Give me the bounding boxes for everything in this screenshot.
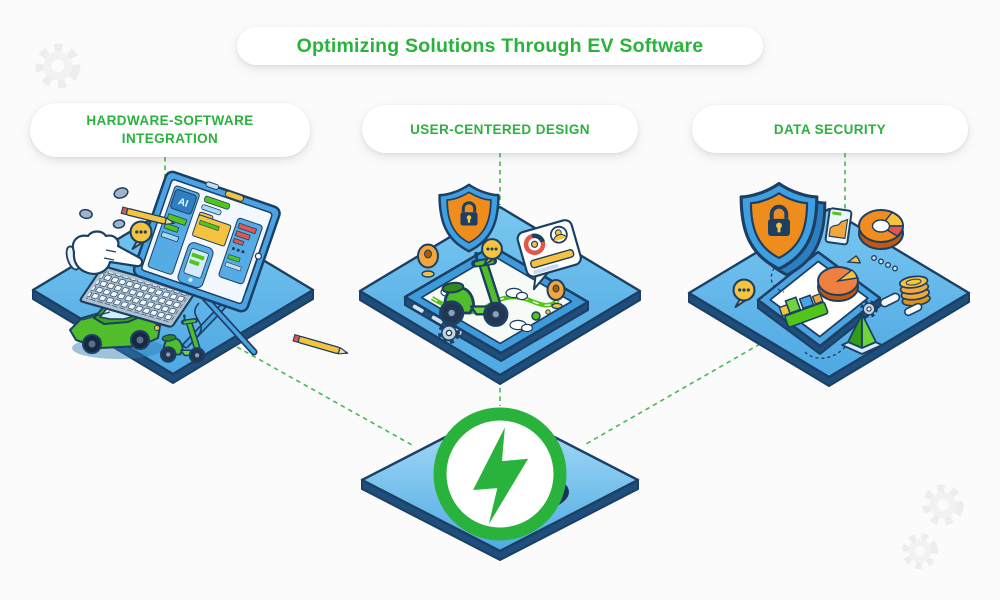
coin-icons: [79, 187, 129, 229]
floating-ui-chips: [205, 181, 245, 202]
section-label-user-centered-design: USER-CENTERED DESIGN: [362, 105, 638, 153]
map-pin-icon: [545, 279, 566, 315]
connector-left-to-center: [236, 346, 413, 446]
pointing-hand-illustration: [65, 230, 144, 275]
pyramid-icon: [841, 313, 883, 355]
pie-chart-3d: [817, 255, 861, 302]
section-label-data-security: DATA SECURITY: [692, 105, 968, 153]
rider-profile-card: [516, 219, 582, 291]
monitor-illustration: AI: [132, 170, 281, 313]
map-pin-icon: [417, 243, 439, 278]
analytics-tablet-illustration: [756, 250, 882, 355]
monitor-ai-badge: AI: [176, 196, 189, 210]
pencil-illustration: [292, 333, 349, 355]
gear-icon: [36, 44, 79, 87]
capsule-icons: [879, 292, 923, 317]
data-security-illustration: [687, 181, 971, 387]
hardware-software-integration-illustration: AI: [31, 170, 349, 384]
area-chart-card: [824, 207, 853, 246]
ev-software-hub: [360, 407, 640, 561]
user-centered-design-illustration: [358, 183, 642, 385]
gold-coins-icon: [898, 275, 931, 307]
connector-right-to-center: [585, 343, 761, 445]
gear-icon: [903, 534, 936, 567]
donut-chart-icon: [858, 209, 904, 250]
lightning-bolt-icon: [473, 427, 529, 525]
bar-chart-3d: [778, 292, 829, 328]
pencil-illustration: [120, 206, 176, 225]
section-label-hardware-software-integration: HARDWARE-SOFTWARE INTEGRATION: [30, 103, 310, 157]
page-title: Optimizing Solutions Through EV Software: [237, 27, 763, 65]
cable: [194, 302, 203, 339]
gear-icon: [925, 487, 961, 523]
progress-dots: [871, 255, 898, 272]
